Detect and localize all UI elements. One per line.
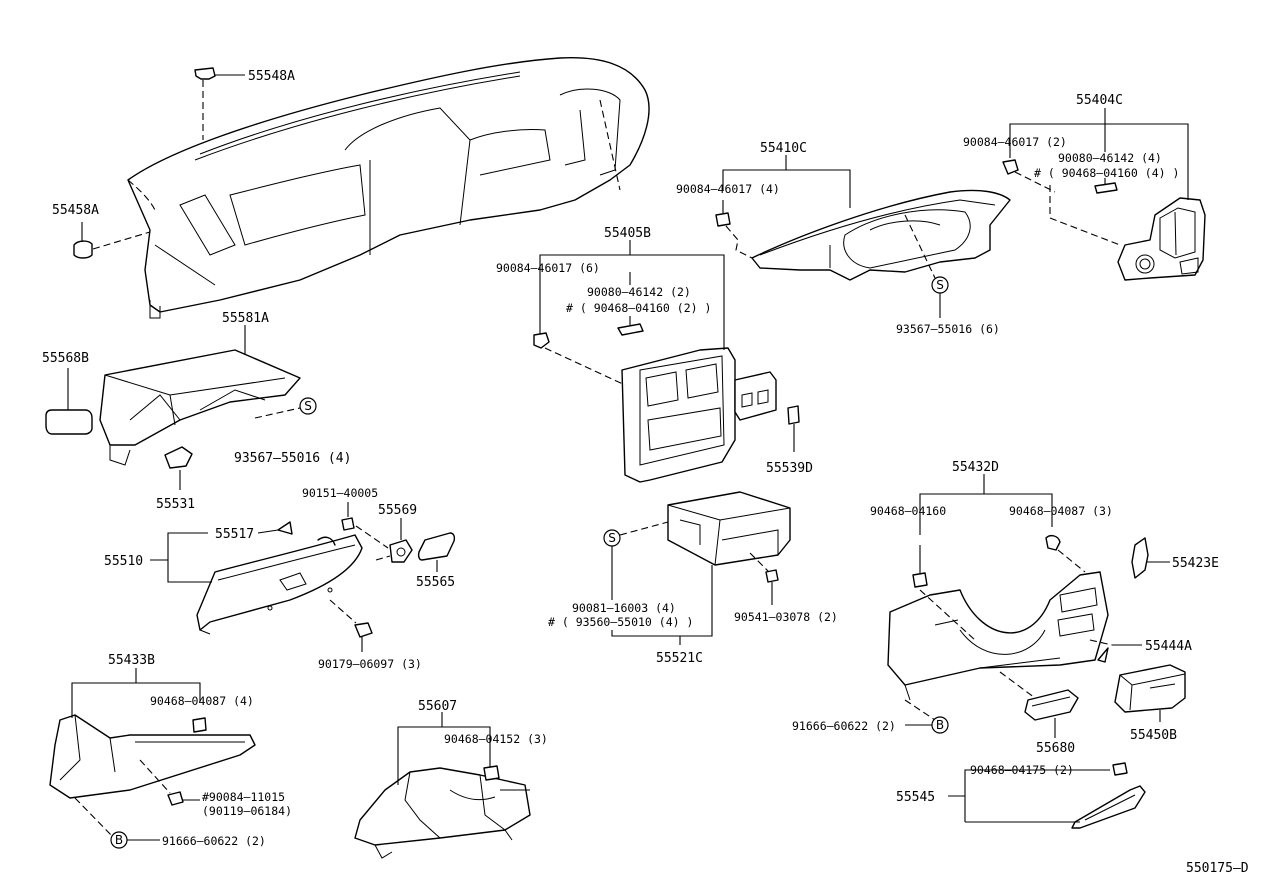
label-90179-06097-3: 90179–06097 (3) (318, 657, 422, 671)
lead-55404c: 55404C 90084–46017 (2) 90080–46142 (4) #… (963, 93, 1189, 246)
nut-90179-06097: 90179–06097 (3) (318, 599, 422, 671)
label-55568b: 55568B (42, 351, 89, 366)
label-55433b: 55433B (108, 653, 155, 668)
label-93567-55016-6: 93567–55016 (6) (896, 322, 1000, 336)
lead-55432d: 55432D 90468–04160 90468–04087 (3) (870, 460, 1113, 641)
instrument-panel-drawing (127, 57, 650, 319)
lead-55607: 55607 90468–04152 (3) (397, 699, 548, 785)
label-90084-46017-6: 90084–46017 (6) (496, 261, 600, 275)
screw-marker-s-right: S 93567–55016 (6) (896, 214, 1000, 336)
label-90468-04160-4: # ( 90468–04160 (4) ) (1034, 166, 1179, 180)
marker-b-left: B (115, 833, 123, 847)
label-90080-46142-2: 90080–46142 (2) (587, 285, 691, 299)
trim-55423e: 55423E (1131, 537, 1219, 579)
label-55565: 55565 (416, 575, 455, 590)
label-55444a: 55444A (1145, 639, 1192, 654)
label-90468-04160: 90468–04160 (870, 504, 946, 518)
label-90119-06184: (90119–06184) (202, 804, 292, 818)
lead-55510-55517: 55517 55510 (104, 521, 336, 583)
cover-55545: 90468–04175 (2) 55545 (896, 762, 1146, 829)
lower-panel-55433b-drawing (49, 714, 256, 837)
label-55458a: 55458A (52, 203, 99, 218)
label-55517: 55517 (215, 527, 254, 542)
marker-s-center: S (608, 531, 616, 545)
label-90468-04087-4: 90468–04087 (4) (150, 694, 254, 708)
label-90080-46142-4: 90080–46142 (4) (1058, 151, 1162, 165)
label-90081-16003-4: 90081–16003 (4) (572, 601, 676, 615)
clip-90084-46017-6 (533, 332, 626, 386)
label-55680: 55680 (1036, 741, 1075, 756)
pocket-55521c-drawing (667, 491, 791, 566)
lead-55405b: 55405B 90084–46017 (6) 90080–46142 (2) #… (496, 226, 725, 350)
label-55423e: 55423E (1172, 556, 1219, 571)
label-93560-55010-4: # ( 93560–55010 (4) ) (548, 615, 693, 629)
label-55405b: 55405B (604, 226, 651, 241)
clip-55548a: 55548A (194, 67, 295, 140)
pocket-55680: 55680 (999, 671, 1079, 756)
lock-55569: 55569 (375, 503, 417, 563)
screw-marker-s-left: S 93567–55016 (4) (234, 397, 351, 466)
screw-90151-40005: 90151–40005 (302, 486, 389, 549)
marker-b-left-group: B 91666–60622 (2) (110, 831, 266, 849)
diagram-code: 550175–D (1186, 861, 1249, 876)
knob-55458a: 55458A (52, 203, 151, 259)
meter-hood-55410c-drawing (751, 189, 1011, 281)
label-55569: 55569 (378, 503, 417, 518)
label-93567-55016-4: 93567–55016 (4) (234, 451, 351, 466)
center-cluster-55405b-drawing (621, 347, 777, 483)
label-90541-03078-2: 90541–03078 (2) (734, 610, 838, 624)
pad-55565: 55565 (416, 532, 455, 590)
label-55581a: 55581A (222, 311, 269, 326)
screw-marker-s-center: S (603, 521, 669, 600)
glove-box-55581a-drawing: 55581A (99, 311, 301, 466)
clip-90080-46142-2 (617, 323, 644, 336)
label-91666-60622-2-right: 91666–60622 (2) (792, 719, 896, 733)
side-register-55404c-drawing (1117, 197, 1206, 281)
label-90084-46017-2: 90084–46017 (2) (963, 135, 1067, 149)
pad-55568b: 55568B (42, 351, 93, 435)
box-55450b: 55450B (1114, 664, 1186, 743)
label-55510: 55510 (104, 554, 143, 569)
switch-55539d: 55539D (766, 405, 813, 476)
label-55450b: 55450B (1130, 728, 1177, 743)
label-90468-04160-2: # ( 90468–04160 (2) ) (566, 301, 711, 315)
marker-s-right: S (936, 278, 944, 292)
label-55531: 55531 (156, 497, 195, 512)
lead-55433b: 55433B 90468–04087 (4) (71, 653, 254, 733)
label-55404c: 55404C (1076, 93, 1123, 108)
lead-55410c: 55410C 90084–46017 (4) (676, 141, 851, 259)
label-90468-04087-3: 90468–04087 (3) (1009, 504, 1113, 518)
label-91666-60622-2-left: 91666–60622 (2) (162, 834, 266, 848)
marker-b-right: B (936, 718, 944, 732)
marker-b-right-group: B 91666–60622 (2) (792, 699, 949, 734)
label-55545: 55545 (896, 790, 935, 805)
label-90151-40005: 90151–40005 (302, 486, 378, 500)
label-55432d: 55432D (952, 460, 999, 475)
lead-55521c: 90081–16003 (4) # ( 93560–55010 (4) ) 55… (548, 565, 713, 666)
label-55410c: 55410C (760, 141, 807, 156)
bolt-90084-11015: #90084–11015 (90119–06184) (139, 759, 292, 818)
label-55521c: 55521C (656, 651, 703, 666)
label-90468-04175-2: 90468–04175 (2) (970, 763, 1074, 777)
label-55539d: 55539D (766, 461, 813, 476)
clip-55444a: 55444A (1089, 639, 1192, 663)
label-55548a: 55548A (248, 69, 295, 84)
glove-door-55510-drawing (196, 534, 363, 635)
marker-s-left: S (304, 399, 312, 413)
label-90084-46017-4: 90084–46017 (4) (676, 182, 780, 196)
cover-55607-drawing (354, 767, 531, 859)
label-90468-04152-3: 90468–04152 (3) (444, 732, 548, 746)
label-90084-11015: #90084–11015 (202, 790, 285, 804)
label-55607: 55607 (418, 699, 457, 714)
latch-55531: 55531 (156, 446, 195, 512)
screw-90541-03078: 90541–03078 (2) (734, 552, 838, 624)
lower-center-panel-55432d-drawing (887, 571, 1109, 701)
